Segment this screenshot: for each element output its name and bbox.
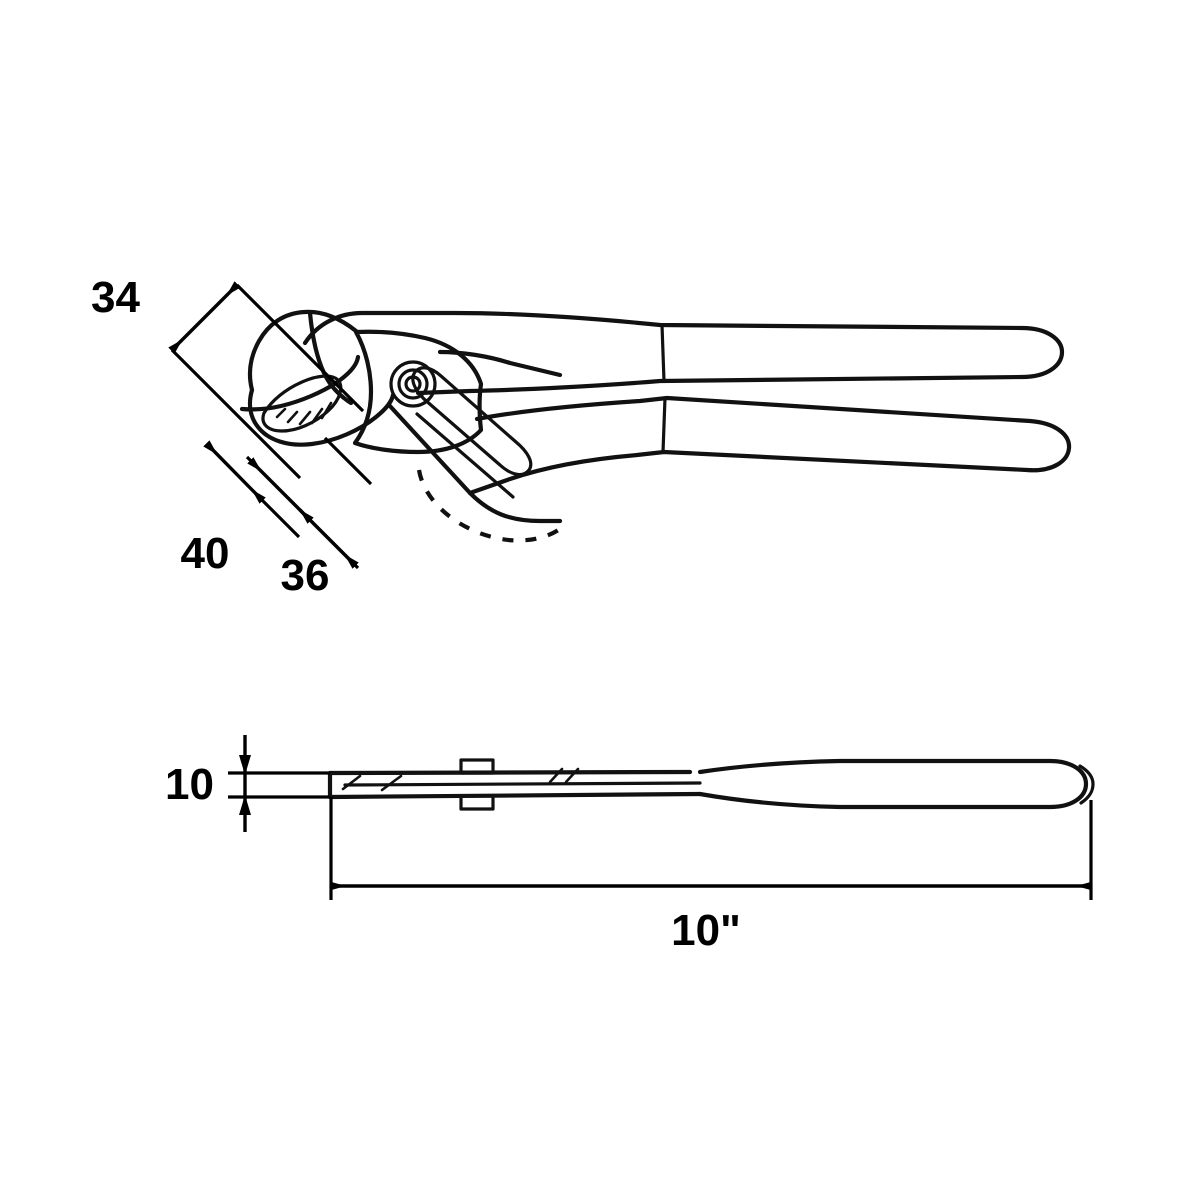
jaw-teeth bbox=[261, 374, 343, 433]
upper-handle-seam bbox=[660, 323, 666, 383]
dimension-36: 36 bbox=[245, 436, 373, 600]
dimension-40: 40 bbox=[181, 440, 301, 578]
lower-jaw bbox=[239, 354, 396, 447]
dimension-length-label: 10" bbox=[671, 906, 741, 955]
dimension-10-label: 10 bbox=[165, 760, 214, 809]
pivot-head-body bbox=[352, 329, 484, 455]
upper-handle bbox=[302, 310, 1065, 396]
front-view-group: 34 40 36 bbox=[91, 273, 1072, 600]
hidden-swing-arc bbox=[416, 469, 562, 543]
dimension-overall-length: 10" bbox=[329, 797, 1093, 955]
dimension-36-label: 36 bbox=[281, 551, 330, 600]
side-pivot-pin bbox=[459, 758, 495, 811]
jaw-arm-guide-line bbox=[415, 412, 515, 499]
lower-handle-seam bbox=[661, 396, 667, 454]
dimension-10: 10 bbox=[165, 735, 330, 832]
side-break-marks bbox=[548, 767, 580, 784]
side-handle-grip bbox=[697, 758, 1095, 810]
lower-handle bbox=[467, 395, 1072, 496]
side-body bbox=[327, 769, 703, 800]
dimension-34: 34 bbox=[91, 273, 365, 480]
side-nose-chamfer bbox=[341, 774, 403, 792]
dimension-40-label: 40 bbox=[181, 529, 230, 578]
side-view-group: 10 10" bbox=[165, 735, 1095, 955]
lower-jaw-arm bbox=[386, 349, 563, 524]
dimension-34-label: 34 bbox=[91, 273, 140, 322]
